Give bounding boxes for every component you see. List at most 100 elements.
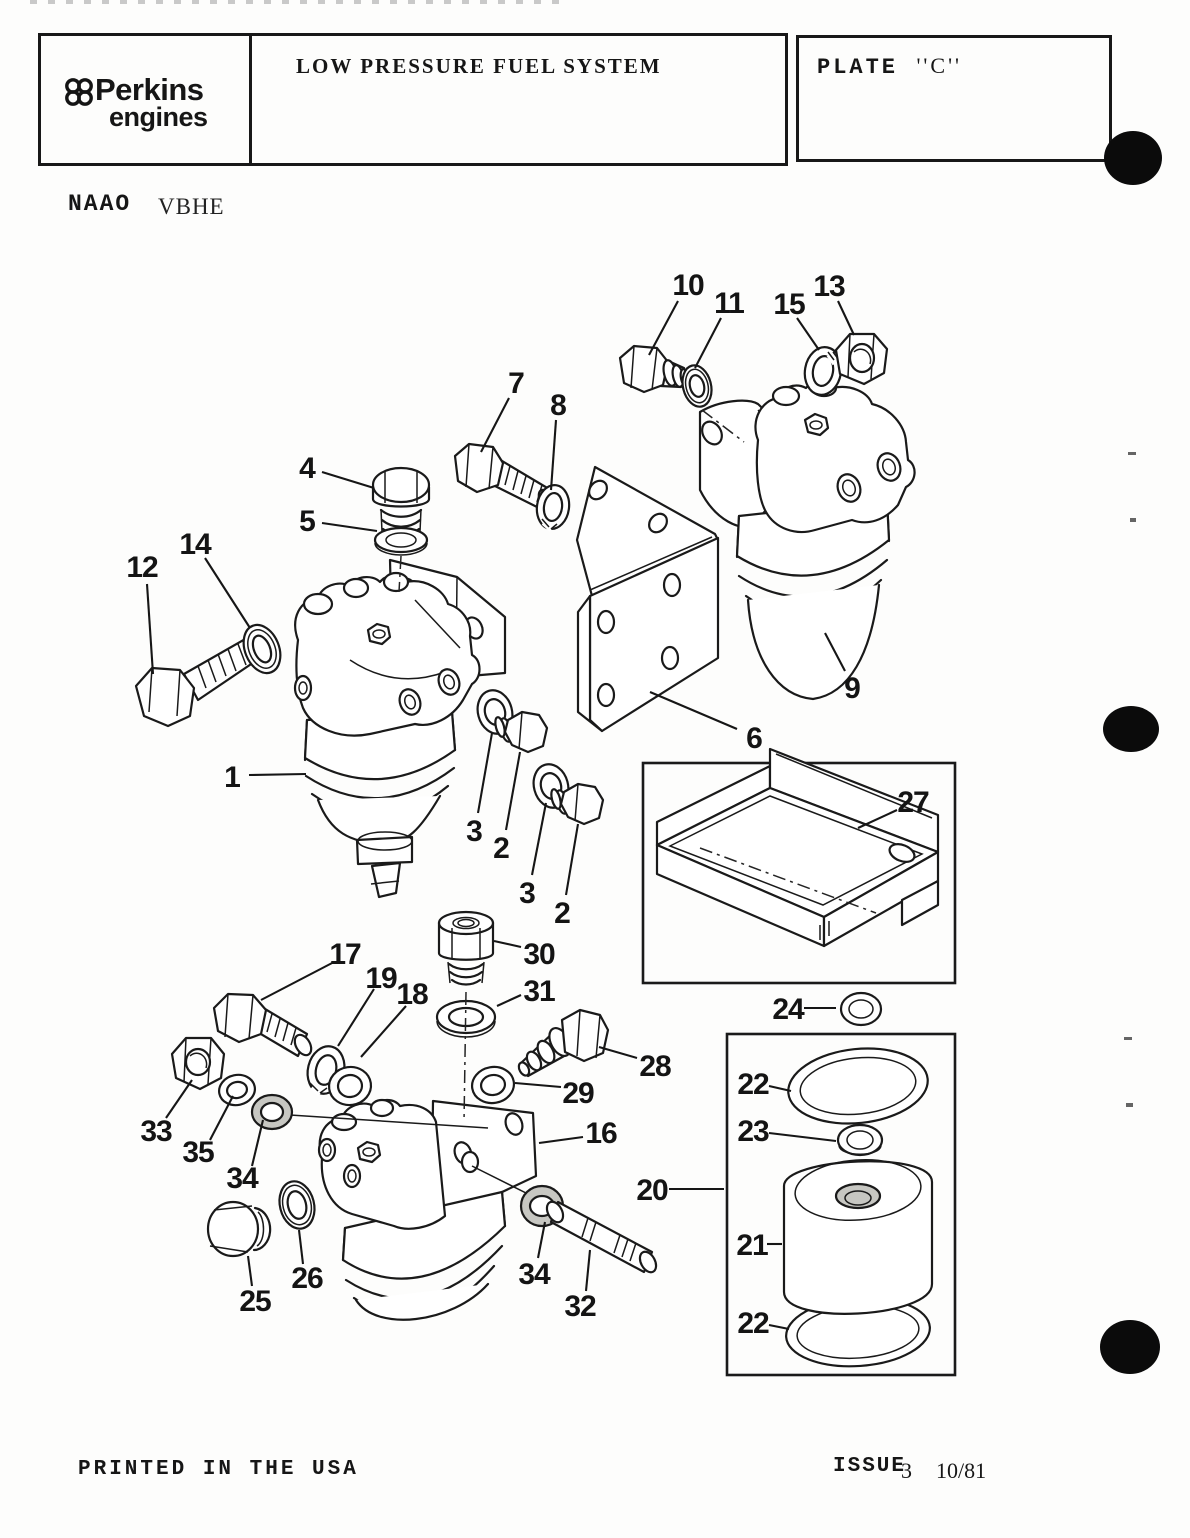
logo-cell: Perkins engines [41,36,252,163]
callout-leader-32 [584,1249,592,1292]
callout-number-22: 22 [737,1068,769,1101]
ring-24-drawing [839,991,883,1027]
callout-number-18: 18 [396,978,428,1011]
callout-leader-17 [260,961,335,1001]
washer-14-drawing [242,623,282,675]
callout-leader-15 [796,317,820,351]
plate-box: PLATE ''C'' [796,35,1112,162]
washer-35-drawing [218,1073,256,1107]
callout-leader-14 [204,557,251,629]
washer-18-drawing [327,1065,373,1107]
stud-32-drawing [545,1200,658,1274]
callout-number-34: 34 [226,1162,259,1195]
callout-number-14: 14 [179,528,212,561]
callout-number-30: 30 [523,938,555,971]
bolt-7-drawing [453,442,555,511]
callout-leader-2 [564,823,580,896]
callout-number-22: 22 [737,1307,769,1340]
callout-leader-28 [598,1045,638,1060]
callout-number-17: 17 [329,938,361,971]
callout-leader-31 [496,994,522,1007]
washer-11-drawing [681,364,713,408]
callout-leader-22 [768,1323,790,1331]
callout-number-11: 11 [714,287,744,320]
title-cell: LOW PRESSURE FUEL SYSTEM [252,36,785,163]
callout-leader-4 [321,470,375,490]
plate-value: ''C'' [916,53,962,78]
nut-33-drawing [170,1036,226,1091]
washer-5-drawing [373,526,429,556]
callout-leader-11 [694,317,722,369]
perkins-logo: Perkins engines [61,72,249,132]
filter-assembly-16-drawing [317,1098,538,1321]
punch-hole-mark-middle [1103,706,1159,752]
callout-leader-35 [209,1095,234,1141]
callout-number-31: 31 [523,975,555,1008]
issue-label: ISSUE [833,1455,907,1478]
cap-nut-30-drawing [437,910,495,986]
callout-number-6: 6 [746,722,762,755]
callout-leader-10 [648,300,679,356]
callout-leader-30 [493,939,522,949]
banjo-bolt-10-drawing [618,344,691,394]
washer-31-drawing [435,999,497,1038]
scan-speck [1130,518,1136,522]
brand-wordmark: Perkins engines [95,72,208,132]
filter-assembly-1-drawing [293,558,507,899]
callout-leader-3 [530,802,548,876]
callout-number-9: 9 [844,672,860,705]
brand-line2: engines [109,101,208,132]
callout-number-25: 25 [239,1285,271,1318]
assembly-axis-lines [398,409,745,1123]
callout-leader-1 [248,772,307,777]
callout-leader-23 [768,1131,837,1143]
filter-assembly-9-drawing [698,378,916,701]
washer-26-drawing [278,1180,316,1230]
callout-number-3: 3 [466,815,482,848]
perkins-rings-icon [65,78,93,106]
callout-leader-13 [837,300,855,336]
callout-leader-2 [504,751,522,831]
callout-number-13: 13 [813,270,845,303]
callout-leader-33 [165,1079,193,1119]
punch-hole-mark-top [1104,131,1162,185]
callout-number-27: 27 [897,786,929,819]
issue-number: 3 [901,1458,912,1483]
callout-number-5: 5 [299,505,315,538]
nut-13-drawing [834,332,889,386]
callout-leader-27 [857,809,898,829]
callout-number-32: 32 [564,1290,596,1323]
bolt-2a-drawing [494,710,549,754]
callout-number-1: 1 [224,761,240,794]
callout-number-29: 29 [562,1077,594,1110]
callout-leader-7 [480,397,510,453]
washer-29-drawing [470,1065,516,1105]
callout-leader-5 [321,521,378,533]
callout-leader-6 [649,691,738,730]
callout-number-2: 2 [493,832,509,865]
scan-speck [1128,452,1136,455]
bracket-6-drawing [575,465,720,733]
element-kit-20-box [725,1032,957,1377]
scan-noise-strip [30,0,570,4]
callout-number-26: 26 [291,1262,323,1295]
callout-leader-19 [337,988,375,1047]
plate-label: PLATE [817,55,899,80]
bolt-17-drawing [212,992,313,1058]
callout-leader-34 [250,1119,265,1167]
callout-leader-12 [145,583,155,675]
bolt-2b-drawing [550,782,605,826]
callout-number-2: 2 [554,897,570,930]
callout-number-8: 8 [550,389,566,422]
model-code: NAAO [68,191,132,217]
brand-line1: Perkins [95,72,204,107]
callout-leader-26 [297,1229,305,1265]
callout-leader-22 [768,1084,792,1093]
callout-number-4: 4 [299,452,316,485]
callout-number-33: 33 [140,1115,172,1148]
variant-code: VBHE [158,194,225,219]
callout-leader-16 [538,1135,584,1145]
callout-leader-8 [549,419,558,491]
